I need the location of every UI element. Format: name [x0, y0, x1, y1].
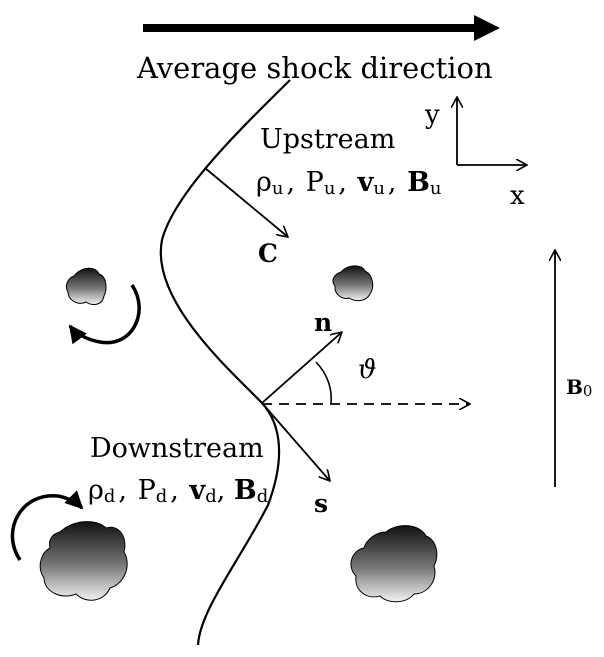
shock-front-curve [159, 79, 291, 646]
angle-label: ϑ [358, 355, 377, 385]
large-cloud-right [350, 525, 438, 603]
coordinate-axes [457, 97, 527, 165]
n-vector-label: n [314, 308, 332, 337]
title-label: Average shock direction [136, 51, 493, 85]
s-vector-arrow [261, 402, 330, 481]
downstream-variables: ρd, Pd, vd, Bd [88, 475, 268, 507]
rotation-arrow-upper [68, 284, 141, 345]
upstream-variables: ρu, Pu, vu, Bu [256, 167, 442, 199]
n-vector-arrow [261, 332, 342, 404]
upstream-label: Upstream [260, 124, 395, 155]
small-cloud-right [332, 265, 374, 302]
rotation-arrow-lower [10, 490, 84, 561]
b0-field-label: B0 [566, 375, 592, 400]
c-vector-label: C [258, 239, 278, 268]
downstream-label: Downstream [90, 433, 264, 464]
c-vector-arrow [204, 167, 288, 237]
x-axis-label: x [510, 181, 525, 211]
average-shock-direction-arrow [143, 15, 500, 41]
s-vector-label: s [314, 489, 328, 518]
y-axis-label: y [424, 100, 440, 130]
large-cloud-left [39, 521, 128, 601]
small-cloud-left [65, 267, 107, 305]
angle-arc [315, 361, 333, 405]
